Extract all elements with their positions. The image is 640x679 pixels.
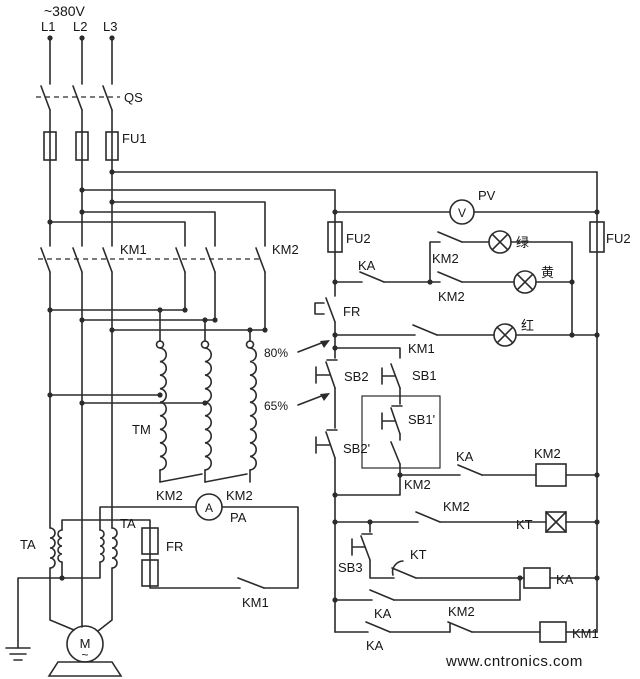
power-phase-wires [49, 37, 113, 632]
fu2-fuse-left [327, 221, 343, 253]
ta-right-label: TA [120, 516, 136, 531]
qs-disconnect-blades [40, 85, 113, 111]
sb1-prime-label: SB1' [408, 412, 435, 427]
ta-left-label: TA [20, 537, 36, 552]
sb2-prime-label: SB2' [343, 441, 370, 456]
ka-bottom-contact-label: KA [366, 638, 384, 653]
km2-holding-contact-label: KM2 [404, 477, 431, 492]
indicator-lamp-green [488, 230, 512, 254]
tm-autotransformer-windings [155, 340, 258, 471]
qs-label: QS [124, 90, 143, 105]
phase-l2-label: L2 [73, 19, 87, 34]
km1-main-contact-blades [40, 247, 113, 273]
ka-holding-contact-label: KA [374, 606, 392, 621]
coil-rung-wires [334, 474, 598, 633]
fu1-label: FU1 [122, 131, 147, 146]
kt-coil [545, 511, 567, 533]
motor-ac-mark: ~ [81, 648, 88, 662]
pv-label: PV [478, 188, 496, 203]
sb1-label: SB1 [412, 368, 437, 383]
watermark: www.cntronics.com [445, 653, 583, 670]
motor-symbol [47, 625, 123, 677]
km2-star-contact-blades [159, 473, 248, 483]
control-rails [334, 171, 598, 633]
km2-main-label: KM2 [272, 242, 299, 257]
km2-star2-label: KM2 [226, 488, 253, 503]
indicator-lamp-yellow [513, 270, 537, 294]
kt-contact-label: KT [410, 547, 427, 562]
fu2-right-label: FU2 [606, 231, 631, 246]
lamp-green-label: 绿 [516, 235, 529, 250]
sb3-label: SB3 [338, 560, 363, 575]
tap-80-label: 80% [264, 346, 288, 360]
lamp-yellow-label: 黄 [541, 265, 554, 280]
km1-coil [539, 621, 567, 643]
ammeter-symbol [195, 493, 223, 521]
km2-green-contact-label: KM2 [432, 251, 459, 266]
supply-voltage-label: ~380V [44, 3, 86, 19]
km2-star1-label: KM2 [156, 488, 183, 503]
motor-letter: M [80, 636, 91, 651]
fr-heater-elements [141, 527, 159, 587]
ammeter-letter: A [205, 501, 213, 515]
pushbutton-actuators [314, 302, 451, 633]
junction-dots [47, 35, 600, 603]
ka-coil-label: KA [556, 572, 574, 587]
km2-main-contact-blades [175, 247, 266, 273]
ground-symbol [5, 647, 31, 661]
fr-heater-label: FR [166, 539, 183, 554]
km1-red-contact-label: KM1 [408, 341, 435, 356]
phase-l1-label: L1 [41, 19, 55, 34]
ta-current-transformers [49, 527, 118, 569]
km2-yellow-contact-label: KM2 [438, 289, 465, 304]
ka-rung-contact-label: KA [456, 449, 474, 464]
km1-ammeter-contact-label: KM1 [242, 595, 269, 610]
fu2-left-label: FU2 [346, 231, 371, 246]
voltmeter-letter: V [458, 206, 466, 220]
ka-lamp-contact-label: KA [358, 258, 376, 273]
sb2-label: SB2 [344, 369, 369, 384]
km1-coil-label: KM1 [572, 626, 599, 641]
labels: ~380V L1 L2 L3 QS FU1 KM1 KM2 FU2 FU2 PV… [20, 3, 631, 670]
tm-label: TM [132, 422, 151, 437]
indicator-lamp-red [493, 323, 517, 347]
fu2-fuse-right [589, 221, 605, 253]
lamp-rung-wires [334, 241, 598, 336]
tap-65-label: 65% [264, 399, 288, 413]
ka-coil [523, 567, 551, 589]
fr-contact-label: FR [343, 304, 360, 319]
kt-coil-label: KT [516, 517, 533, 532]
pa-label: PA [230, 510, 247, 525]
km1-main-label: KM1 [120, 242, 147, 257]
dual-button-linkage-box [361, 395, 441, 469]
tap-selector-arrows [297, 340, 330, 406]
km2-coil [535, 463, 567, 487]
fu1-fuses [43, 131, 119, 161]
voltmeter-symbol [449, 199, 475, 225]
lamp-red-label: 红 [521, 318, 534, 333]
phase-l3-label: L3 [103, 19, 117, 34]
mechanical-link-lines [36, 96, 262, 260]
km2-kt-rung-contact-label: KM2 [443, 499, 470, 514]
km2-coil-label: KM2 [534, 446, 561, 461]
km2-nc-contact-label: KM2 [448, 604, 475, 619]
branch-wires [49, 171, 598, 483]
